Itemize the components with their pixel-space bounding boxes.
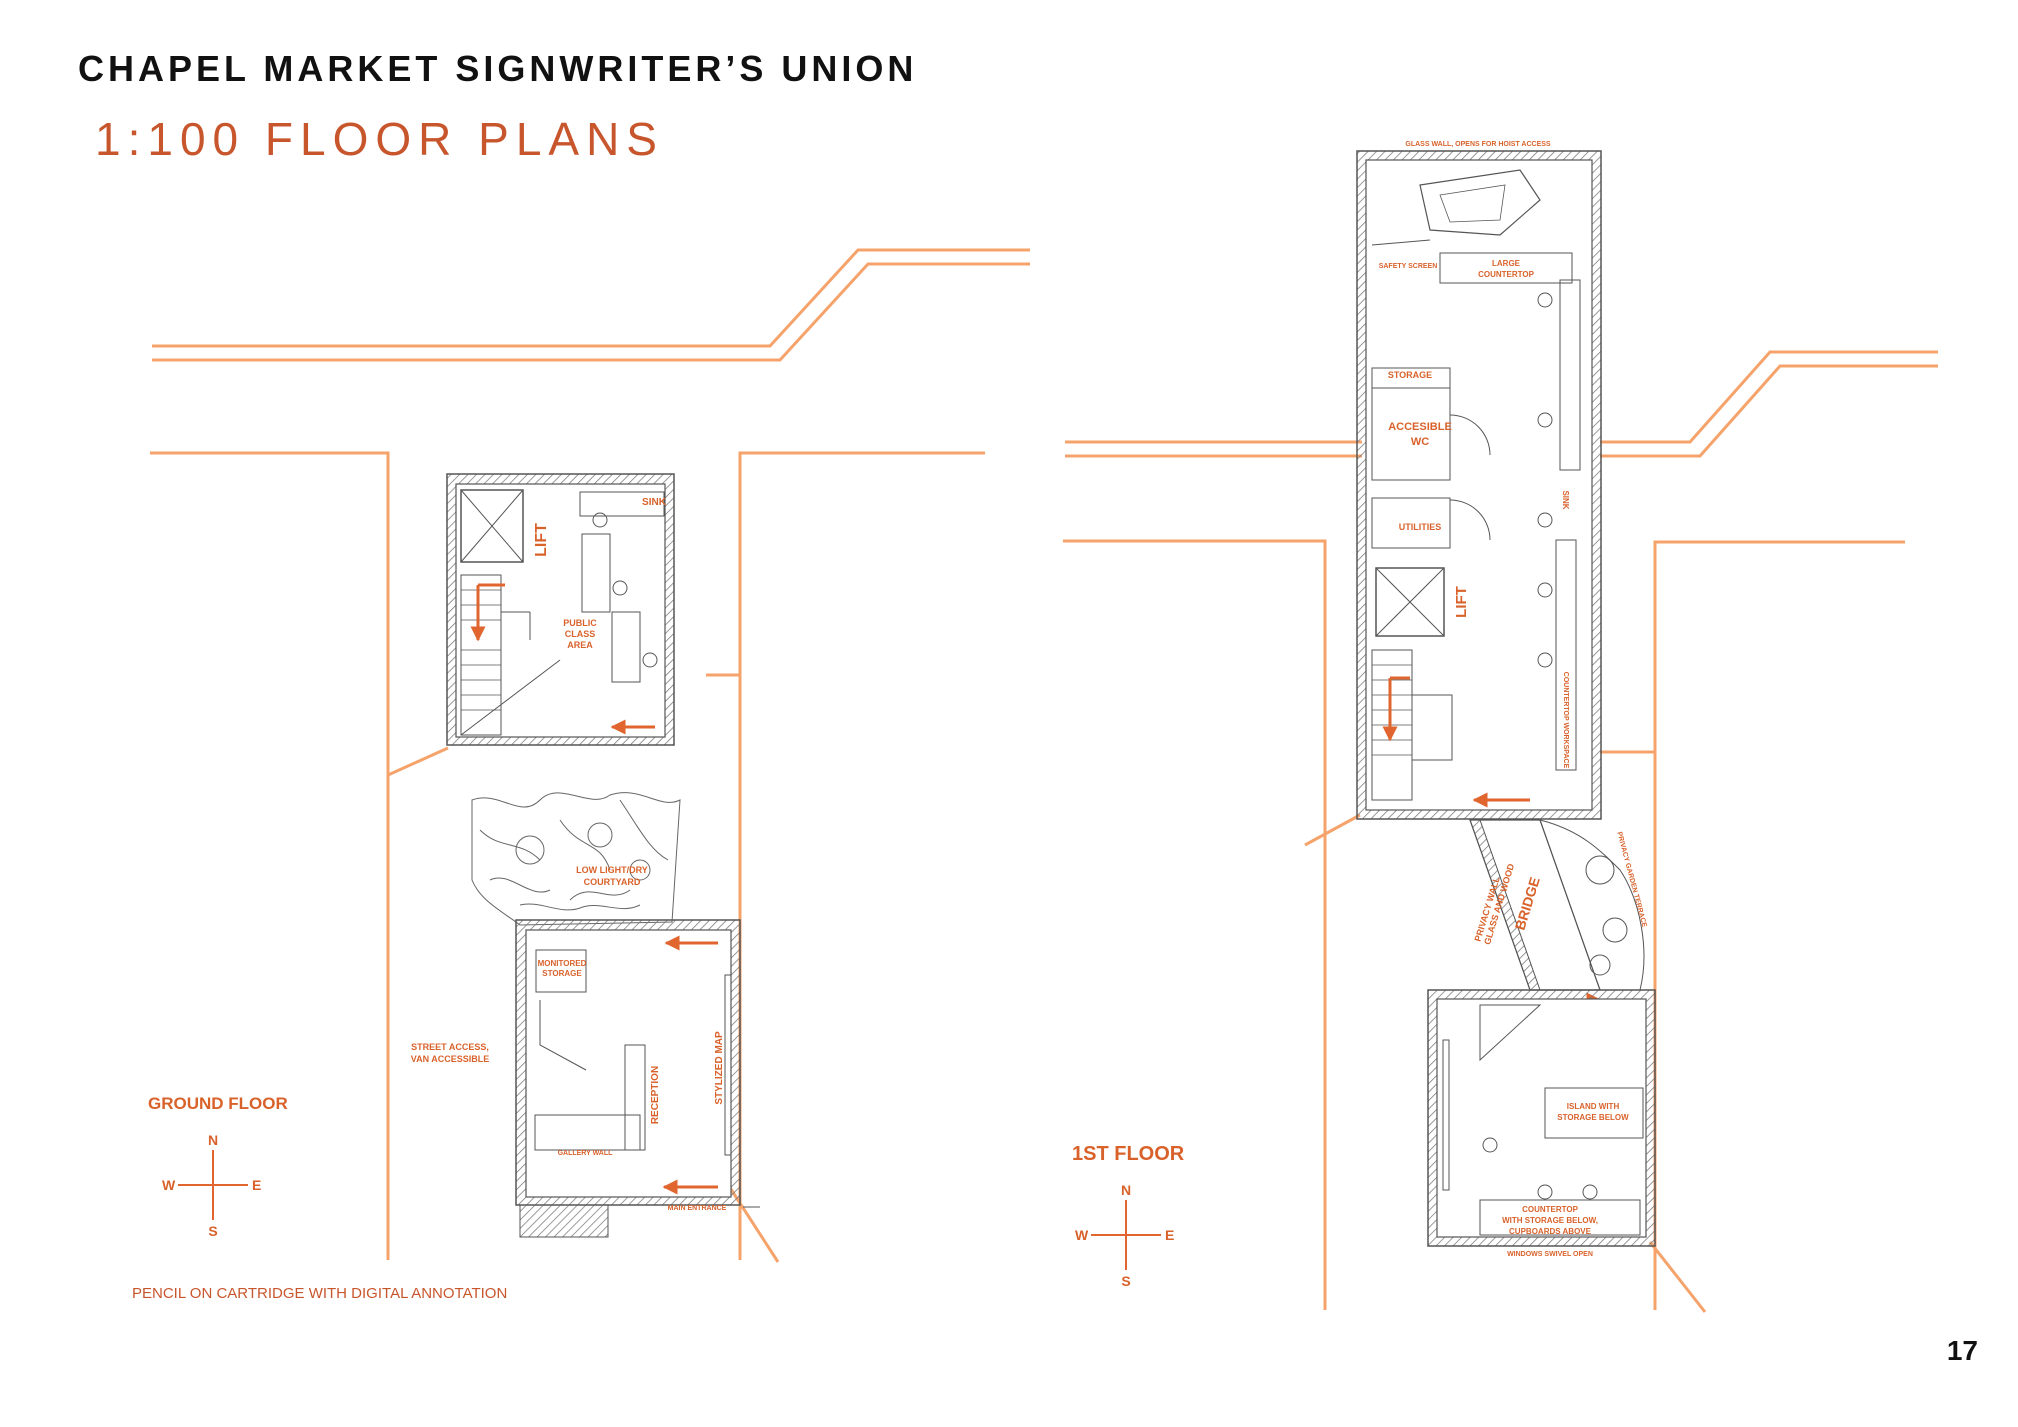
ground-floor-labels: LIFT SINK PUBLIC CLASS AREA LOW LIGHT/DR… — [148, 497, 727, 1212]
ground-floor-front-block — [515, 919, 760, 1238]
label-street-1: STREET ACCESS, — [411, 1042, 489, 1052]
compass-first-s: S — [1121, 1273, 1130, 1289]
label-monitored-2: STORAGE — [542, 969, 582, 978]
first-floor-long-arrows — [1382, 676, 1530, 808]
label-class: CLASS — [565, 629, 596, 639]
label-courtyard-2: COURTYARD — [584, 877, 641, 887]
label-lift-first: LIFT — [1453, 586, 1470, 618]
label-stylized-map: STYLIZED MAP — [714, 1031, 725, 1105]
label-island-1: ISLAND WITH — [1567, 1102, 1620, 1111]
first-floor-long-block — [1356, 150, 1602, 820]
label-street-2: VAN ACCESSIBLE — [411, 1054, 490, 1064]
label-safety-screen: SAFETY SCREEN — [1379, 263, 1438, 270]
label-island-2: STORAGE BELOW — [1557, 1113, 1629, 1122]
ground-floor-front-arrows — [662, 935, 718, 1195]
compass-ground-e: E — [252, 1177, 261, 1193]
label-countertop-1: COUNTERTOP — [1522, 1205, 1579, 1214]
compass-ground-s: S — [208, 1223, 217, 1239]
label-counter-workspace: COUNTERTOP WORKSPACE — [1562, 672, 1569, 769]
compass-first-n: N — [1121, 1182, 1131, 1198]
compass-ground-n: N — [208, 1132, 218, 1148]
compass-first-e: E — [1165, 1227, 1174, 1243]
compass-ground-w: W — [162, 1177, 176, 1193]
site-context-lines — [150, 248, 1938, 1313]
label-main-entrance: MAIN ENTRANCE — [668, 1205, 727, 1212]
label-bridge: BRIDGE — [1512, 875, 1543, 932]
label-public: PUBLIC — [563, 618, 597, 628]
label-gallery-wall: GALLERY WALL — [558, 1150, 614, 1157]
ground-floor-courtyard — [471, 792, 681, 926]
ground-floor-rear-block — [446, 473, 675, 746]
page-title: CHAPEL MARKET SIGNWRITER’S UNION — [78, 48, 918, 89]
label-reception: RECEPTION — [650, 1066, 661, 1124]
label-accessible-2: WC — [1411, 436, 1429, 448]
label-sink: SINK — [642, 497, 667, 508]
label-sink-first: SINK — [1561, 490, 1570, 509]
first-floor-front-block — [1427, 989, 1656, 1247]
compass-ground: N S E W — [162, 1132, 261, 1239]
drawing-caption: PENCIL ON CARTRIDGE WITH DIGITAL ANNOTAT… — [132, 1285, 508, 1302]
label-area: AREA — [567, 640, 593, 650]
first-floor-title: 1ST FLOOR — [1072, 1143, 1185, 1165]
label-countertop-3: CUPBOARDS ABOVE — [1509, 1227, 1592, 1236]
label-utilities: UTILITIES — [1399, 522, 1442, 532]
page-number: 17 — [1946, 1335, 1978, 1366]
page-subtitle: 1:100 FLOOR PLANS — [95, 113, 664, 165]
label-accessible-1: ACCESIBLE — [1388, 421, 1452, 433]
label-glass-wall: GLASS WALL, OPENS FOR HOIST ACCESS — [1405, 141, 1551, 148]
label-courtyard-1: LOW LIGHT/DRY — [576, 865, 648, 875]
label-large-counter-2: COUNTERTOP — [1478, 270, 1535, 279]
label-lift: LIFT — [533, 523, 550, 557]
label-monitored-1: MONITORED — [538, 959, 587, 968]
label-privacy-garden: PRIVACY GARDEN TERRACE — [1615, 831, 1647, 928]
ground-floor-rear-arrows — [470, 583, 655, 735]
ground-floor-title: GROUND FLOOR — [148, 1094, 288, 1113]
label-windows: WINDOWS SWIVEL OPEN — [1507, 1251, 1593, 1258]
label-large-counter-1: LARGE — [1492, 259, 1521, 268]
compass-first-w: W — [1075, 1227, 1089, 1243]
compass-first: N S E W — [1075, 1182, 1174, 1289]
label-storage: STORAGE — [1388, 370, 1432, 380]
label-countertop-2: WITH STORAGE BELOW, — [1502, 1216, 1598, 1225]
